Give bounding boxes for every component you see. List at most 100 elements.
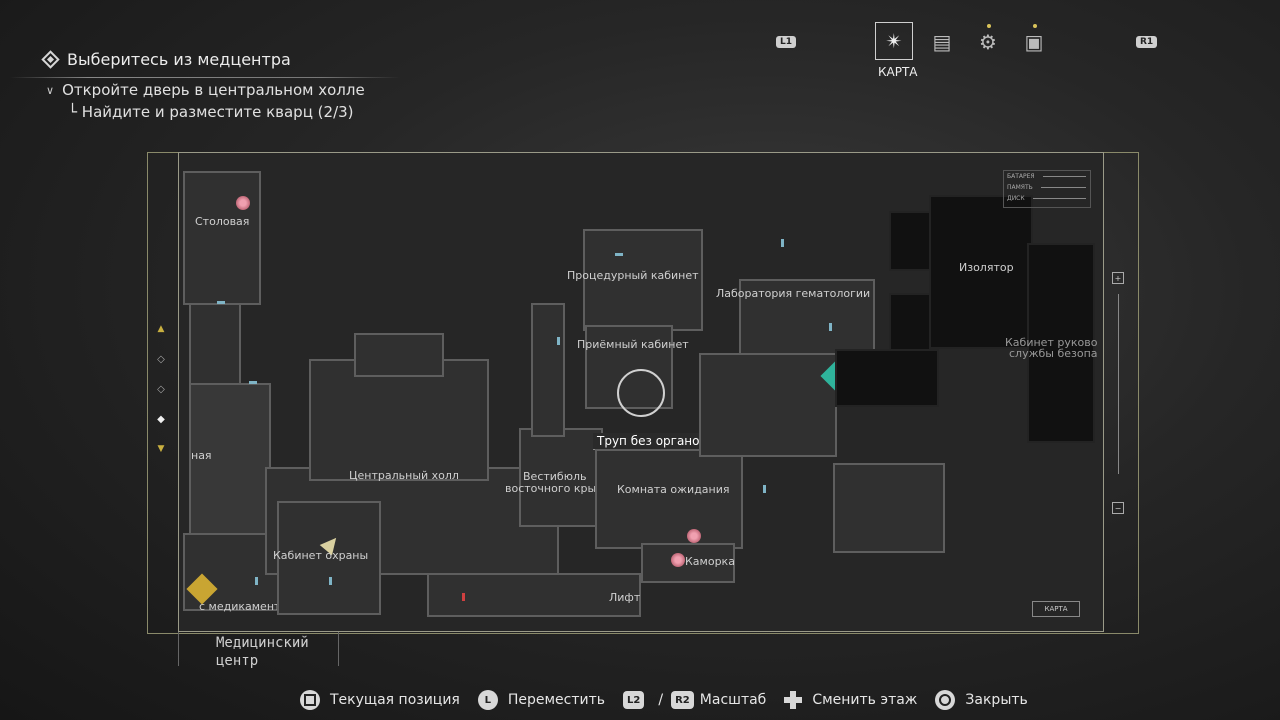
chevron-down-icon: ∨ <box>46 83 55 97</box>
floor-selector[interactable]: ▲ ◇ ◇ ◆ ▼ <box>149 314 173 464</box>
floor-3-icon[interactable]: ◇ <box>157 353 165 365</box>
room-east-hall <box>699 353 837 457</box>
gears-icon[interactable]: ⚙ <box>974 24 1002 56</box>
floor-current-icon[interactable]: ◆ <box>157 413 165 425</box>
room-procedure <box>583 229 703 331</box>
room-dark-3 <box>835 349 939 407</box>
region-name: Медицинский центр <box>216 634 309 670</box>
label-hematology: Лаборатория гематологии <box>716 287 871 300</box>
item-marker-icon[interactable] <box>236 196 250 210</box>
objective-diamond-icon <box>41 50 60 69</box>
region-name-line-2: центр <box>216 653 259 669</box>
label-procedure: Процедурный кабинет <box>567 269 699 282</box>
region-divider <box>178 632 179 666</box>
main-objective-text: Выберитесь из медцентра <box>67 50 291 69</box>
floor-up-arrow-icon[interactable]: ▲ <box>157 324 165 334</box>
r1-button[interactable]: R1 <box>1136 36 1158 48</box>
objective-panel: Выберитесь из медцентра ∨ Откройте дверь… <box>10 50 400 121</box>
move-label: Переместить <box>507 692 606 708</box>
inventory-icon[interactable]: ▣ <box>1020 24 1048 56</box>
zoom-slider[interactable]: + − <box>1108 234 1130 554</box>
label-guard-office: Кабинет охраны <box>273 549 369 562</box>
door-marker <box>781 239 784 247</box>
label-dining: Столовая <box>195 215 250 228</box>
zoom-in-icon[interactable]: + <box>1112 272 1124 284</box>
change-floor-control[interactable]: Сменить этаж <box>784 691 917 709</box>
zoom-control[interactable]: L2 / R2 Масштаб <box>623 691 766 709</box>
change-floor-label: Сменить этаж <box>812 692 918 708</box>
r2-button-icon: R2 <box>671 691 694 709</box>
sub-objective-text: Откройте дверь в центральном холле <box>62 81 365 99</box>
door-marker <box>557 337 560 345</box>
room-guard-office <box>277 501 381 615</box>
label-east-lobby-2: восточного крыла <box>505 482 610 495</box>
room-dark-1 <box>889 211 931 271</box>
zoom-label: Масштаб <box>699 692 767 708</box>
label-central-hall: Центральный холл <box>349 469 459 482</box>
floor-down-arrow-icon[interactable]: ▼ <box>157 444 165 454</box>
region-name-line-1: Медицинский <box>216 635 309 651</box>
current-position-label: Текущая позиция <box>330 692 460 708</box>
door-marker <box>255 577 258 585</box>
close-label: Закрыть <box>965 692 1028 708</box>
focus-ring <box>617 369 665 417</box>
legend-item: БАТАРЕЯ <box>1007 173 1035 180</box>
label-closet: Каморка <box>685 555 735 568</box>
main-objective: Выберитесь из медцентра <box>40 50 365 69</box>
l1-button[interactable]: L1 <box>776 36 796 48</box>
door-marker <box>615 253 623 256</box>
label-elevator: Лифт <box>609 591 641 604</box>
room-dark-2 <box>889 293 931 353</box>
label-reception: Приёмный кабинет <box>577 338 689 351</box>
door-marker <box>249 381 257 384</box>
compass-icon[interactable]: ✴ <box>875 22 913 60</box>
room-hematology <box>739 279 875 357</box>
door-marker <box>217 301 225 304</box>
legend-item: ДИСК <box>1007 195 1025 202</box>
label-security-head: Кабинет руково <box>1005 336 1098 349</box>
room-lobby-corridor <box>531 303 565 437</box>
room-security-head <box>1027 243 1095 443</box>
room-dining <box>183 171 261 305</box>
item-marker-icon-2[interactable] <box>687 529 701 543</box>
task-objective: └ Найдите и разместите кварц (2/3) <box>68 103 354 121</box>
label-security-head-2: службы безопа <box>1009 347 1098 360</box>
controls-bar: Текущая позиция L Переместить L2 / R2 Ма… <box>300 690 1046 710</box>
room-central-hall <box>309 359 489 481</box>
room-corridor-west <box>189 303 241 387</box>
item-marker-icon-3[interactable] <box>671 553 685 567</box>
door-marker <box>829 323 832 331</box>
room-closet <box>641 543 735 583</box>
dpad-icon <box>784 691 803 709</box>
label-isolator: Изолятор <box>959 261 1014 274</box>
label-west-partial: ная <box>191 449 212 462</box>
locked-door-marker <box>462 593 465 601</box>
sub-objective: ∨ Откройте дверь в центральном холле <box>46 81 365 99</box>
tab-map-label: КАРТА <box>878 65 918 79</box>
corpse-tooltip: Труп без органов <box>593 433 711 450</box>
room-stairs-east <box>833 463 945 553</box>
label-meds: с медикаментами <box>199 600 303 613</box>
region-divider-2 <box>338 632 339 666</box>
move-control[interactable]: L Переместить <box>477 690 606 710</box>
room-waiting <box>595 449 743 549</box>
left-stick-icon: L <box>477 690 498 710</box>
close-control[interactable]: Закрыть <box>935 690 1028 710</box>
slash-separator: / <box>658 692 664 708</box>
zoom-track[interactable] <box>1118 294 1119 474</box>
objective-divider <box>10 77 400 78</box>
zoom-out-icon[interactable]: − <box>1112 502 1124 514</box>
room-east-lobby <box>519 428 603 527</box>
legend-item: ПАМЯТЬ <box>1007 184 1033 191</box>
map-legend: БАТАРЕЯ ПАМЯТЬ ДИСК <box>1003 170 1091 208</box>
floor-2-icon[interactable]: ◇ <box>157 383 165 395</box>
map-canvas[interactable]: Столовая ная с медикаментами Центральный… <box>178 152 1104 632</box>
current-position-control[interactable]: Текущая позиция <box>300 690 460 710</box>
files-icon[interactable]: ▤ <box>932 30 952 54</box>
room-isolator <box>929 195 1033 349</box>
top-navigation: L1 ✴ КАРТА ▤ ⚙ ▣ R1 <box>770 22 1170 82</box>
circle-button-icon <box>935 690 956 710</box>
room-central-hall-top <box>354 333 444 377</box>
square-button-icon <box>300 690 320 710</box>
label-waiting: Комната ожидания <box>617 483 730 496</box>
